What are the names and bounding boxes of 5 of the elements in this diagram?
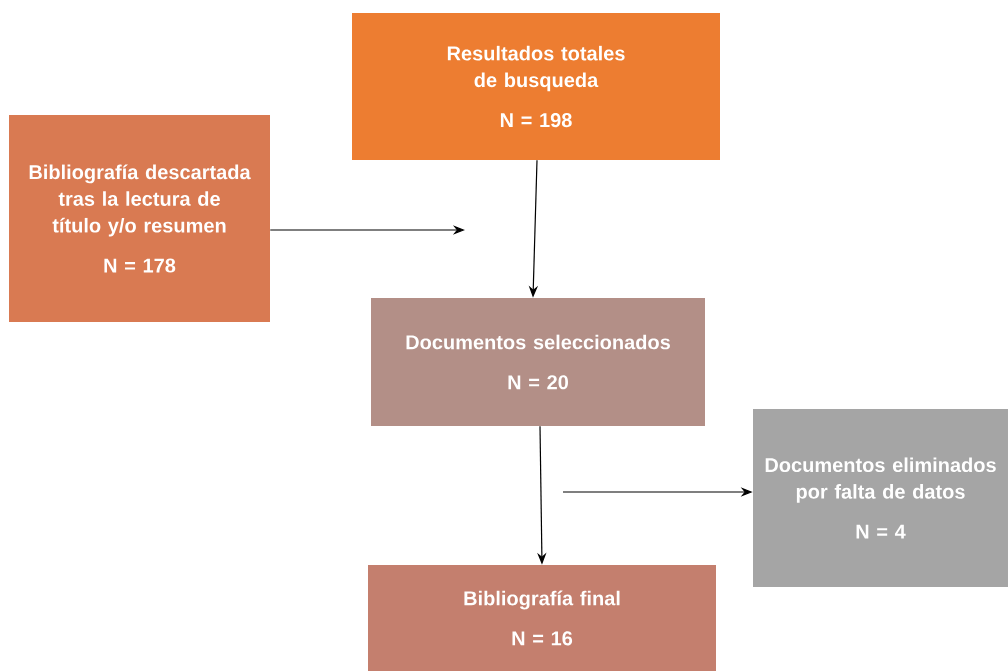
- process-box: Resultados totales de busqueda N = 198: [352, 13, 720, 160]
- process-box: Documentos seleccionados N = 20: [371, 298, 705, 426]
- process-box: Documentos eliminados por falta de datos N = 4: [753, 409, 1008, 587]
- process-box: Bibliografía descartada tras la lectura de título y/o resumen N = 178: [9, 115, 270, 322]
- process-box: Bibliografía final N = 16: [368, 565, 716, 671]
